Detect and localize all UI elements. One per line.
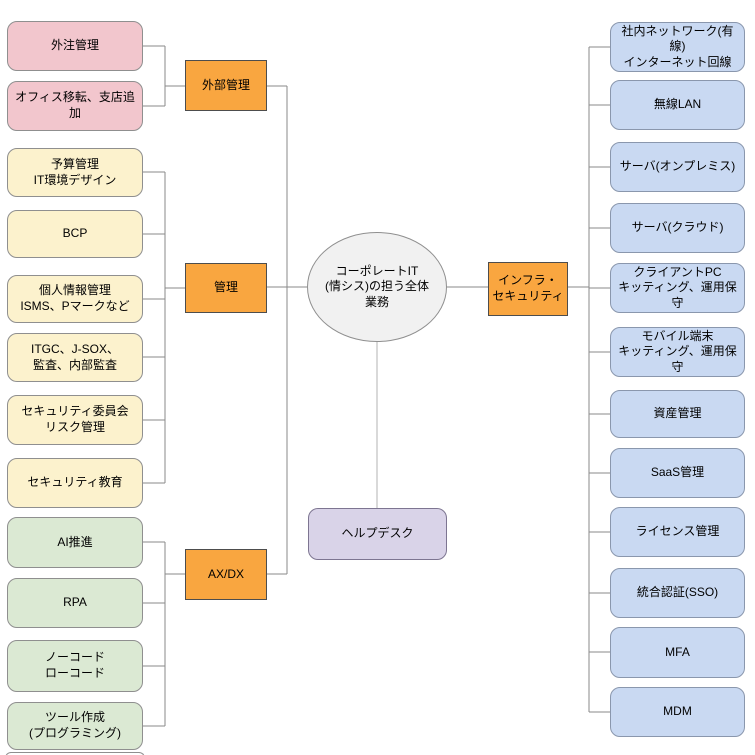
node-saas-mgmt: SaaS管理	[610, 448, 745, 498]
node-ai-promotion: AI推進	[7, 517, 143, 568]
node-outsourcing-mgmt: 外注管理	[7, 21, 143, 71]
node-server-cloud: サーバ(クラウド)	[610, 203, 745, 253]
node-client-pc-kitting: クライアントPC キッティング、運用保守	[610, 263, 745, 313]
node-asset-mgmt: 資産管理	[610, 390, 745, 438]
node-itgc-jsox-audit: ITGC、J-SOX、 監査、内部監査	[7, 333, 143, 382]
node-mfa: MFA	[610, 627, 745, 678]
node-rpa: RPA	[7, 578, 143, 628]
node-license-mgmt: ライセンス管理	[610, 507, 745, 557]
node-personal-info-isms: 個人情報管理 ISMS、Pマークなど	[7, 275, 143, 323]
node-wireless-lan: 無線LAN	[610, 80, 745, 130]
node-helpdesk: ヘルプデスク	[308, 508, 447, 560]
node-tool-dev-programming: ツール作成 (プログラミング)	[7, 702, 143, 750]
node-wired-network-internet: 社内ネットワーク(有線) インターネット回線	[610, 22, 745, 72]
node-sso: 統合認証(SSO)	[610, 568, 745, 618]
node-security-education: セキュリティ教育	[7, 458, 143, 508]
node-mobile-device-kitting: モバイル端末 キッティング、運用保守	[610, 327, 745, 377]
node-category-axdx: AX/DX	[185, 549, 267, 600]
node-category-management: 管理	[185, 263, 267, 313]
node-center-root: コーポレートIT (情シス)の担う全体 業務	[307, 232, 447, 342]
node-nocode-lowcode: ノーコード ローコード	[7, 640, 143, 692]
node-category-infra-security: インフラ・ セキュリティ	[488, 262, 568, 316]
node-mdm: MDM	[610, 687, 745, 737]
node-security-committee-risk: セキュリティ委員会 リスク管理	[7, 395, 143, 445]
node-budget-it-env-design: 予算管理 IT環境デザイン	[7, 148, 143, 197]
node-office-move-branch-add: オフィス移転、支店追加	[7, 81, 143, 131]
node-bcp: BCP	[7, 210, 143, 258]
node-category-external-mgmt: 外部管理	[185, 60, 267, 111]
node-server-onprem: サーバ(オンプレミス)	[610, 142, 745, 192]
